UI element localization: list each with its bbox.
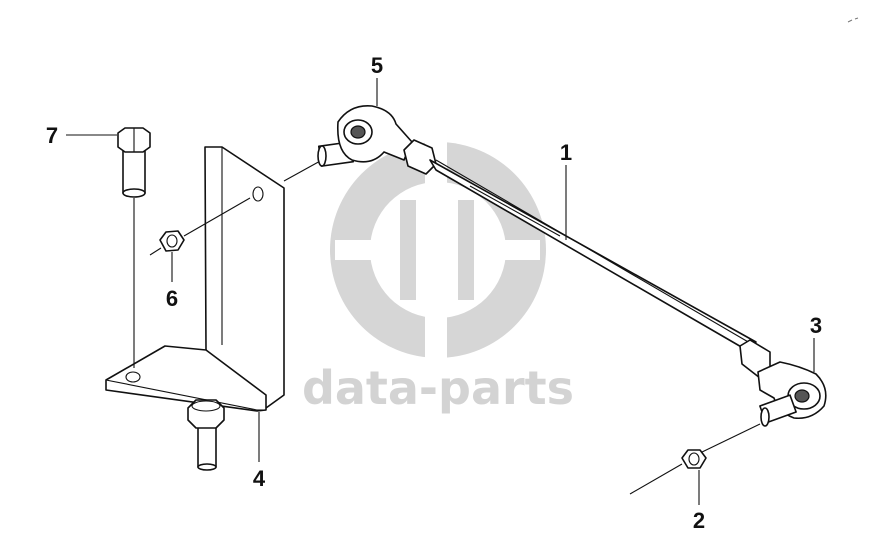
callout-2: 2 bbox=[693, 508, 705, 533]
watermark-text: data-parts bbox=[302, 361, 574, 415]
callout-5: 5 bbox=[371, 53, 383, 78]
callout-7: 7 bbox=[46, 123, 58, 148]
nut-part-2 bbox=[629, 449, 707, 495]
rod-end-part-3 bbox=[699, 339, 827, 454]
watermark: data-parts bbox=[302, 135, 574, 415]
callout-1: 1 bbox=[560, 140, 572, 165]
callout-6: 6 bbox=[166, 286, 178, 311]
stray-mark bbox=[847, 17, 859, 23]
callout-4: 4 bbox=[253, 466, 266, 491]
bolt-part-7 bbox=[117, 127, 151, 368]
leader-lines bbox=[66, 78, 815, 505]
bracket-bolt bbox=[187, 399, 225, 471]
rod-end-part-5 bbox=[283, 105, 437, 182]
callouts: 1 2 3 4 5 6 7 bbox=[46, 53, 822, 533]
callout-3: 3 bbox=[810, 313, 822, 338]
nut-part-6 bbox=[149, 197, 251, 256]
